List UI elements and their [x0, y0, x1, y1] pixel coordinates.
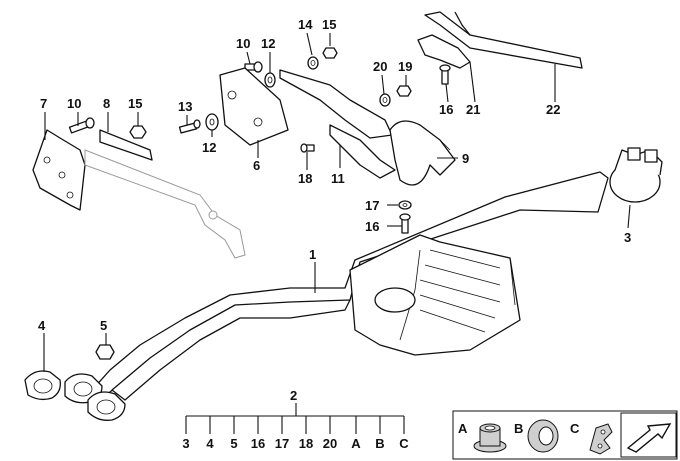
- part-1-exhaust-pipe: [84, 171, 609, 406]
- callout-12-top: 12: [261, 36, 275, 51]
- part-16-screw-top: [439, 64, 451, 85]
- callout-12-bottom: 12: [202, 140, 216, 155]
- part-18-screw: [300, 143, 315, 153]
- part-7-bracket: [32, 129, 86, 211]
- part-10-bolt-left: [68, 117, 95, 134]
- callout-15-left: 15: [128, 96, 142, 111]
- callout-labels: 1 2 3 4 5 6 7 8 9 10 10 11 12 12 13 14 1…: [38, 17, 631, 403]
- kit-row-item: 18: [299, 436, 313, 451]
- kit-row-item: C: [399, 436, 409, 451]
- callout-14: 14: [298, 17, 313, 32]
- part-12-washer-top: [264, 72, 276, 88]
- callout-3: 3: [624, 230, 631, 245]
- callout-15-top: 15: [322, 17, 336, 32]
- callout-11: 11: [331, 171, 345, 186]
- part-21-bracket: [417, 34, 471, 69]
- kit-row-item: 5: [230, 436, 237, 451]
- leader-lines: [43, 32, 631, 372]
- part-22-bracket: [424, 11, 583, 69]
- callout-6: 6: [253, 158, 260, 173]
- part-16-screw-bottom: [399, 213, 411, 234]
- part-6-bracket: [219, 67, 289, 146]
- part-11-hanger: [279, 69, 396, 179]
- callout-16-top: 16: [439, 102, 453, 117]
- kit-row-item: 16: [251, 436, 265, 451]
- kit-row-item: 17: [275, 436, 289, 451]
- part-17-washer: [398, 200, 412, 210]
- callout-5: 5: [100, 318, 107, 333]
- kit-bracket: [185, 403, 405, 434]
- callout-1: 1: [309, 247, 316, 262]
- callout-13: 13: [178, 99, 192, 114]
- part-13-bolt: [178, 119, 201, 134]
- legend-label-c: C: [570, 421, 580, 436]
- kit-row-item: B: [375, 436, 384, 451]
- direction-arrow-icon: [620, 412, 677, 458]
- part-8-strap: [99, 129, 153, 161]
- kit-row-item: 4: [206, 436, 214, 451]
- legend-label-b: B: [514, 421, 523, 436]
- callout-17: 17: [365, 198, 379, 213]
- callout-10-left: 10: [67, 96, 81, 111]
- kit-row-item: 20: [323, 436, 337, 451]
- callout-20: 20: [373, 59, 387, 74]
- legend-a-grommet-icon: [473, 423, 507, 453]
- legend-box: A B C: [452, 410, 678, 460]
- part-19-nut: [396, 85, 412, 97]
- part-5-nut: [95, 344, 115, 360]
- callout-2: 2: [290, 388, 297, 403]
- callout-8: 8: [103, 96, 110, 111]
- part-15-nut-top: [322, 47, 338, 59]
- callout-10-center: 10: [236, 36, 250, 51]
- kit-row-item: A: [351, 436, 361, 451]
- callout-16-bottom: 16: [365, 219, 379, 234]
- part-4-gasket: [24, 370, 61, 401]
- part-15-nut-left: [129, 125, 147, 139]
- callout-19: 19: [398, 59, 412, 74]
- part-10-bolt-center: [244, 61, 263, 73]
- legend-c-bracket-icon: [589, 423, 613, 455]
- part-14-washer: [307, 56, 319, 70]
- part-20-washer: [379, 93, 391, 107]
- ghost-bracket-left: [84, 149, 246, 259]
- part-3-clamp: [609, 147, 663, 203]
- callout-7: 7: [40, 96, 47, 111]
- legend-label-a: A: [458, 421, 468, 436]
- callout-21: 21: [466, 102, 480, 117]
- part-9-clamp: [389, 120, 456, 186]
- callout-4: 4: [38, 318, 46, 333]
- callout-22: 22: [546, 102, 560, 117]
- callout-18: 18: [298, 171, 312, 186]
- callout-9: 9: [462, 151, 469, 166]
- pipe-flange-lower: [87, 391, 126, 421]
- kit-row-item: 3: [182, 436, 189, 451]
- legend-b-rubber-mount-icon: [527, 419, 559, 453]
- part-12-washer-bottom: [205, 113, 219, 131]
